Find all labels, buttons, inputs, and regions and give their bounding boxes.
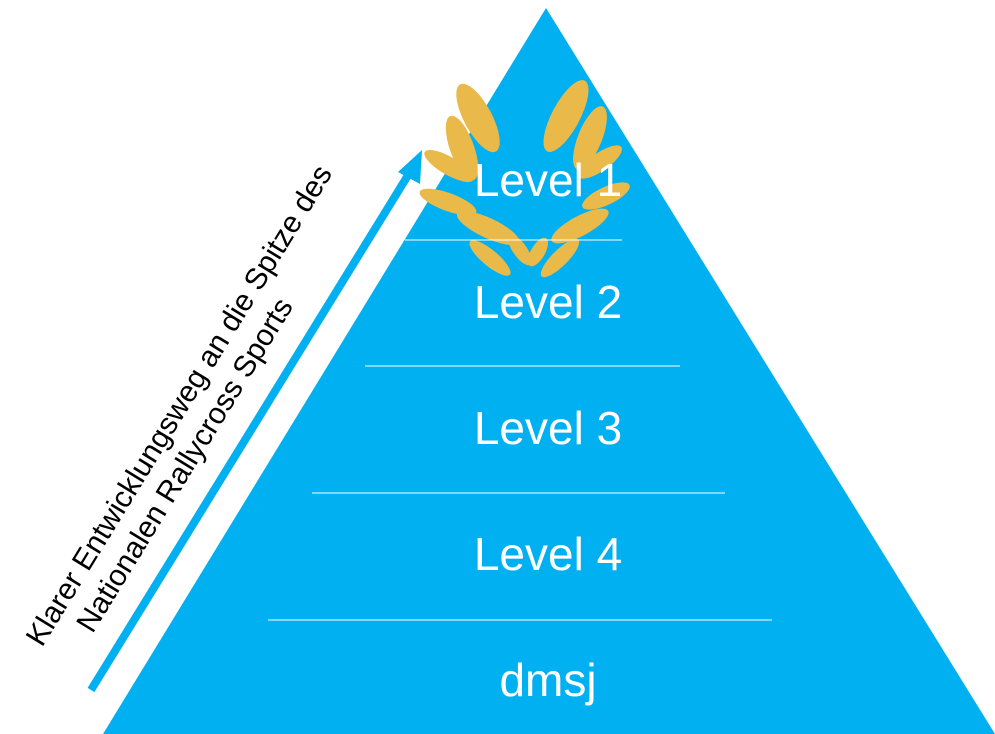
dmsj-label: dmsj: [499, 654, 596, 706]
up-right-arrow-icon: [87, 150, 422, 693]
laurel-wreath-icon: [419, 80, 630, 278]
level-1-label: Level 1: [474, 154, 622, 206]
pyramid-shape: [103, 8, 995, 734]
level-3-label: Level 3: [474, 402, 622, 454]
level-4-label: Level 4: [474, 528, 622, 580]
level-2-label: Level 2: [474, 276, 622, 328]
